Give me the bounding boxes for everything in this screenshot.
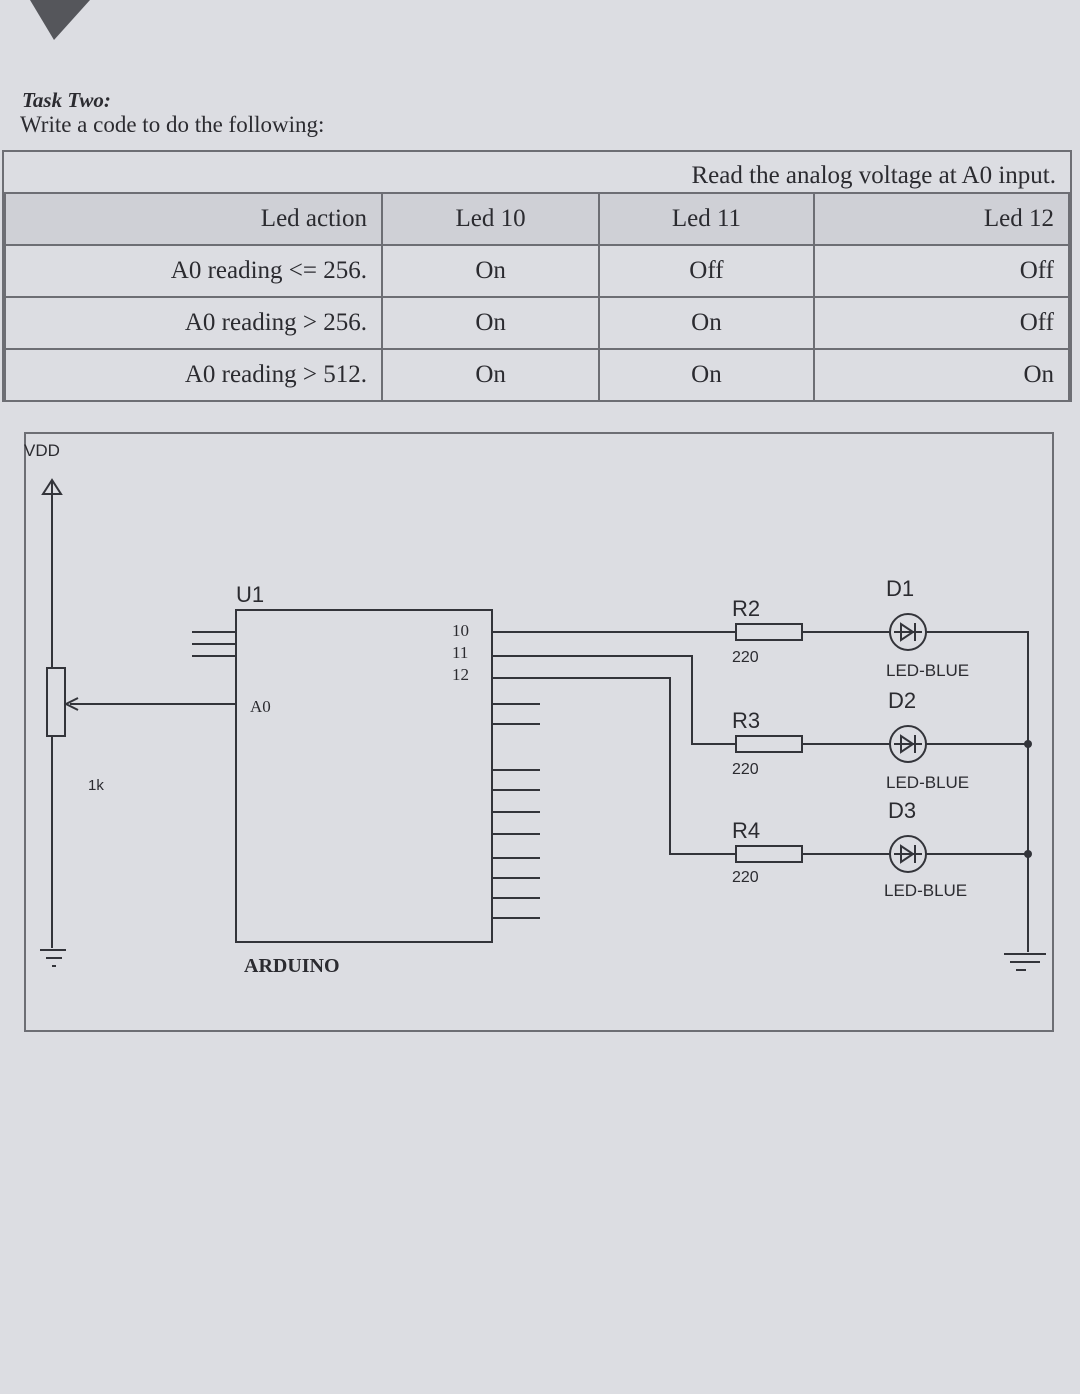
led-d1-icon <box>889 613 927 651</box>
d3-type: LED-BLUE <box>884 881 967 900</box>
pin-10-label: 10 <box>452 621 469 640</box>
table-row: A0 reading > 256. On On Off <box>4 296 1071 350</box>
led-d3-icon <box>889 835 927 873</box>
arduino-label: ARDUINO <box>244 955 340 977</box>
d1-label: D1 <box>886 576 914 601</box>
cell-led-11: On <box>598 296 815 350</box>
wire-pin12 <box>492 677 736 855</box>
task-title: Task Two: <box>22 88 111 112</box>
d3-label: D3 <box>888 798 916 823</box>
row-condition: A0 reading > 256. <box>4 296 383 350</box>
led-d2-icon <box>889 725 927 763</box>
arduino-body <box>235 609 493 943</box>
r3-value: 220 <box>732 761 759 778</box>
cell-led-10: On <box>380 244 601 298</box>
r4-label: R4 <box>732 818 760 843</box>
schematic-frame <box>24 432 1054 1032</box>
col-header-led-12: Led 12 <box>812 192 1071 246</box>
row-condition: A0 reading <= 256. <box>4 244 383 298</box>
r2-value: 220 <box>732 649 759 666</box>
task-instruction: Write a code to do the following: <box>20 112 325 137</box>
led-action-table-box: Read the analog voltage at A0 input. Led… <box>2 150 1072 402</box>
d2-type: LED-BLUE <box>886 773 969 792</box>
cell-led-12: Off <box>812 244 1071 298</box>
table-header-row: Led action Led 10 Led 11 Led 12 <box>4 192 1071 246</box>
d1-type: LED-BLUE <box>886 661 969 680</box>
r2-label: R2 <box>732 596 760 621</box>
d2-label: D2 <box>888 688 916 713</box>
wire-pin11 <box>492 655 736 745</box>
led-action-table: Led action Led 10 Led 11 Led 12 A0 readi… <box>4 192 1071 402</box>
a0-pin-label: A0 <box>250 697 271 716</box>
resistor-r3 <box>735 735 803 753</box>
arduino-right-pins <box>492 703 540 919</box>
vdd-arrow-icon <box>41 478 63 495</box>
cell-led-10: On <box>380 296 601 350</box>
col-header-led-10: Led 10 <box>380 192 601 246</box>
pin-11-label: 11 <box>452 643 468 662</box>
r3-label: R3 <box>732 708 760 733</box>
r4-value: 220 <box>732 869 759 886</box>
table-row: A0 reading > 512. On On On <box>4 348 1071 402</box>
cell-led-12: Off <box>812 296 1071 350</box>
col-header-led-11: Led 11 <box>598 192 815 246</box>
vdd-label: VDD <box>24 441 60 460</box>
cell-led-11: On <box>598 348 815 402</box>
table-heading: Read the analog voltage at A0 input. <box>691 162 1057 189</box>
resistor-r4 <box>735 845 803 863</box>
u1-label: U1 <box>236 582 264 607</box>
junction-dot <box>1024 740 1032 748</box>
cell-led-10: On <box>380 348 601 402</box>
resistor-r2 <box>735 623 803 641</box>
junction-dot <box>1024 850 1032 858</box>
pot-value-label: 1k <box>88 777 104 794</box>
potentiometer-body <box>46 667 66 737</box>
wiper-arrow-icon <box>63 697 79 711</box>
pin-12-label: 12 <box>452 665 469 684</box>
table-heading-row: Read the analog voltage at A0 input. <box>4 152 1070 192</box>
col-header-led-action: Led action <box>4 192 383 246</box>
cell-led-11: Off <box>598 244 815 298</box>
led-common-wire <box>926 631 1029 952</box>
row-condition: A0 reading > 512. <box>4 348 383 402</box>
cell-led-12: On <box>812 348 1071 402</box>
table-row: A0 reading <= 256. On Off Off <box>4 244 1071 298</box>
